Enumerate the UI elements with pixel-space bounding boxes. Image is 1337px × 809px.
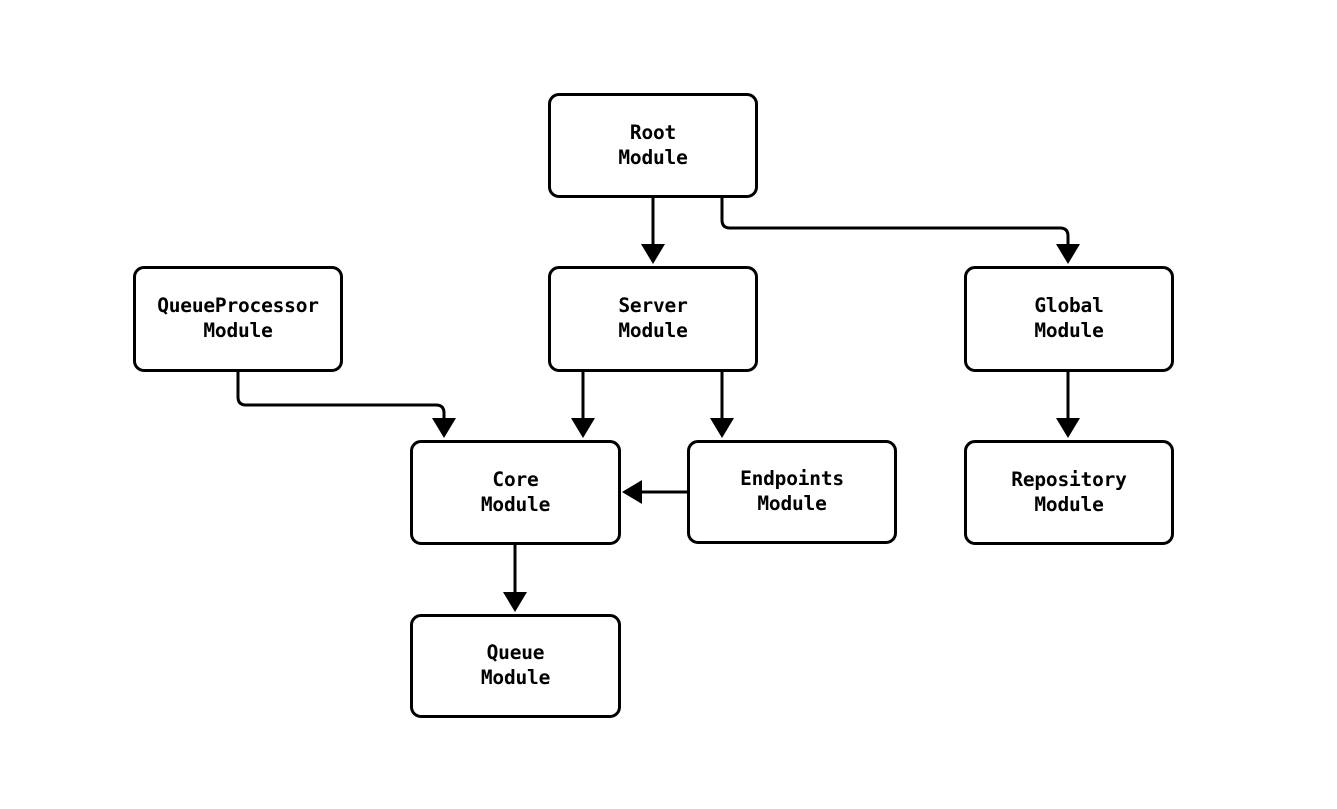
node-label-primary: Endpoints [740,467,844,491]
node-label-primary: Core [492,467,539,491]
node-label-secondary: Module [480,492,551,516]
node-label-primary: Server [618,294,688,318]
node-label-secondary: Module [1034,492,1104,516]
arrowhead-server-to-endpoints [710,418,734,438]
arrowhead-endpoints-to-core [622,480,642,504]
arrowhead-server-to-core [571,418,595,438]
edge-queueprocessor-to-core [236,372,446,430]
node-label-secondary: Module [203,319,273,342]
node-label-primary: QueueProcessor [157,294,319,318]
node-label-secondary: Module [618,319,688,342]
arrowhead-root-to-global [1056,244,1080,264]
node-label-secondary: Module [480,666,551,689]
node-label-primary: Root [629,120,677,144]
arrowhead-global-to-repository [1056,418,1080,438]
node-label-primary: Repository [1011,467,1127,491]
arrowhead-root-to-server [641,244,665,264]
node-label-primary: Queue [486,641,545,665]
node-label-secondary: Module [757,492,827,515]
edge-root-to-global [720,198,1070,256]
node-label-secondary: Module [618,145,688,169]
node-label-secondary: Module [1034,319,1104,342]
arrowhead-queueprocessor-to-core [432,418,456,438]
arrowhead-core-to-queue [503,592,527,612]
node-label-primary: Global [1034,294,1104,318]
